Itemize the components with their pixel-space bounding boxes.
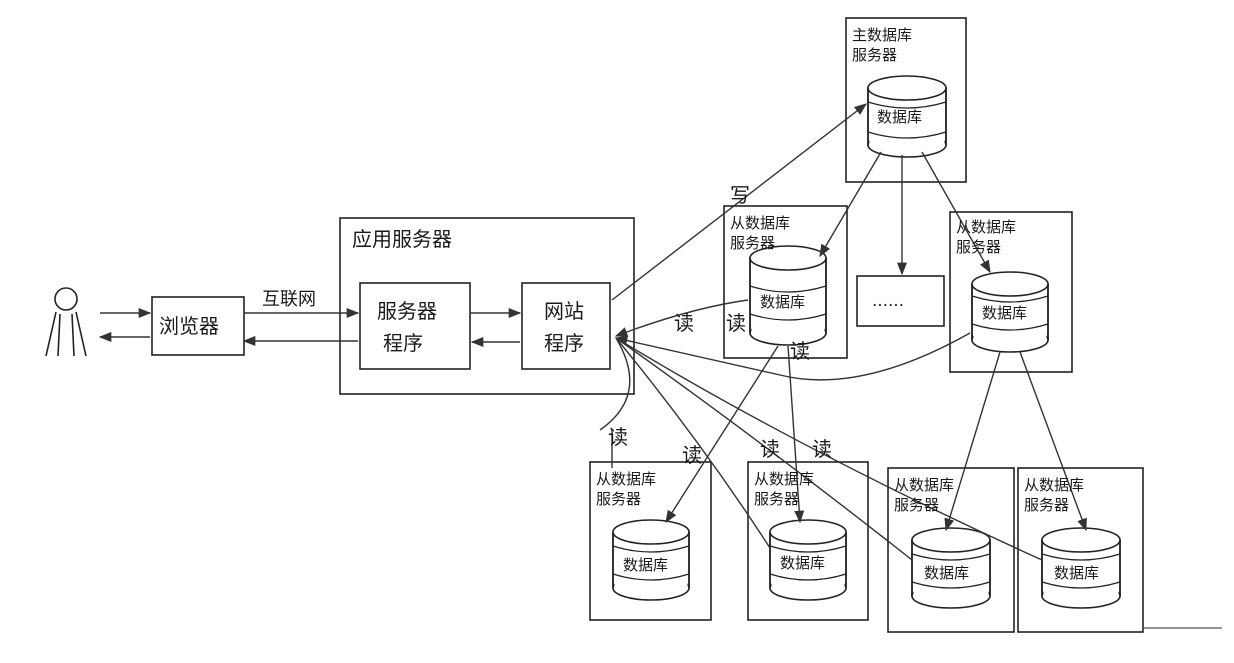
server-program-label-line1: 服务器 <box>377 299 437 323</box>
connector-lines <box>98 103 1087 561</box>
slave-database-icon-2 <box>971 271 1049 353</box>
write-to-master-arrow <box>611 103 867 301</box>
master-to-slave2-arrow <box>921 151 991 274</box>
slave1-database-label: 数据库 <box>760 293 805 311</box>
user-icon <box>45 287 87 357</box>
server-program-label-line2: 程序 <box>383 331 423 355</box>
slave2-label-line2: 服务器 <box>956 238 1001 256</box>
slave4-label-line2: 服务器 <box>754 490 799 508</box>
slave-database-icon-5 <box>911 527 991 609</box>
read-slave6-line <box>615 337 1043 561</box>
read-slave3-curve <box>599 337 631 431</box>
more-slaves-ellipsis: …… <box>872 291 904 310</box>
read-slave4-line <box>615 337 771 549</box>
slave2-to-slave5-arrow <box>944 351 1001 532</box>
slave2-to-slave6-arrow <box>1019 351 1087 532</box>
master-db-server-label-line1: 主数据库 <box>852 26 912 44</box>
read-label-2: 读 <box>726 311 746 335</box>
slave3-label-line2: 服务器 <box>596 490 641 508</box>
master-to-slave1-arrow <box>819 151 882 258</box>
write-label: 写 <box>730 183 750 207</box>
slave-database-icon-4 <box>769 519 847 601</box>
read-slave2-arrow <box>614 332 971 381</box>
slave6-label-line1: 从数据库 <box>1024 476 1084 494</box>
read-slave1-arrow <box>614 299 749 337</box>
master-db-server-label-line2: 服务器 <box>852 46 897 64</box>
slave1-label-line1: 从数据库 <box>730 214 790 232</box>
slave3-label-line1: 从数据库 <box>596 470 656 488</box>
website-program-label-line1: 网站 <box>544 299 584 323</box>
website-program-label-line2: 程序 <box>544 331 584 355</box>
slave2-database-label: 数据库 <box>982 304 1027 322</box>
slave6-label-line2: 服务器 <box>1024 496 1069 514</box>
slave3-database-label: 数据库 <box>623 556 668 574</box>
read-label-3: 读 <box>790 339 810 363</box>
app-server-label: 应用服务器 <box>352 227 452 251</box>
slave4-label-line1: 从数据库 <box>754 470 814 488</box>
browser-label: 浏览器 <box>159 314 219 338</box>
slave5-label-line1: 从数据库 <box>894 476 954 494</box>
slave1-to-slave4-arrow <box>787 345 805 524</box>
slave-database-icon-6 <box>1041 527 1121 609</box>
slave5-database-label: 数据库 <box>924 564 969 582</box>
more-slaves-box <box>856 275 945 327</box>
read-label-6: 读 <box>760 437 780 461</box>
read-label-5: 读 <box>682 443 702 467</box>
server-program-box <box>359 282 471 370</box>
slave2-label-line1: 从数据库 <box>956 218 1016 236</box>
slave-database-icon-1 <box>749 245 827 346</box>
slave5-label-line2: 服务器 <box>894 496 939 514</box>
read-label-7: 读 <box>812 437 832 461</box>
slave4-database-label: 数据库 <box>780 554 825 572</box>
read-slave5-line <box>615 337 913 561</box>
read-label-4: 读 <box>608 425 628 449</box>
slave1-to-slave3-arrow <box>665 345 779 524</box>
internet-label: 互联网 <box>262 289 316 310</box>
read-label-1: 读 <box>674 311 694 335</box>
slave6-database-label: 数据库 <box>1054 564 1099 582</box>
master-database-label: 数据库 <box>877 108 922 126</box>
website-program-box <box>521 282 611 370</box>
slave1-label-line2: 服务器 <box>730 234 775 252</box>
browser-box <box>151 296 245 356</box>
slave-database-icon-3 <box>612 519 690 601</box>
master-database-icon <box>867 75 947 158</box>
